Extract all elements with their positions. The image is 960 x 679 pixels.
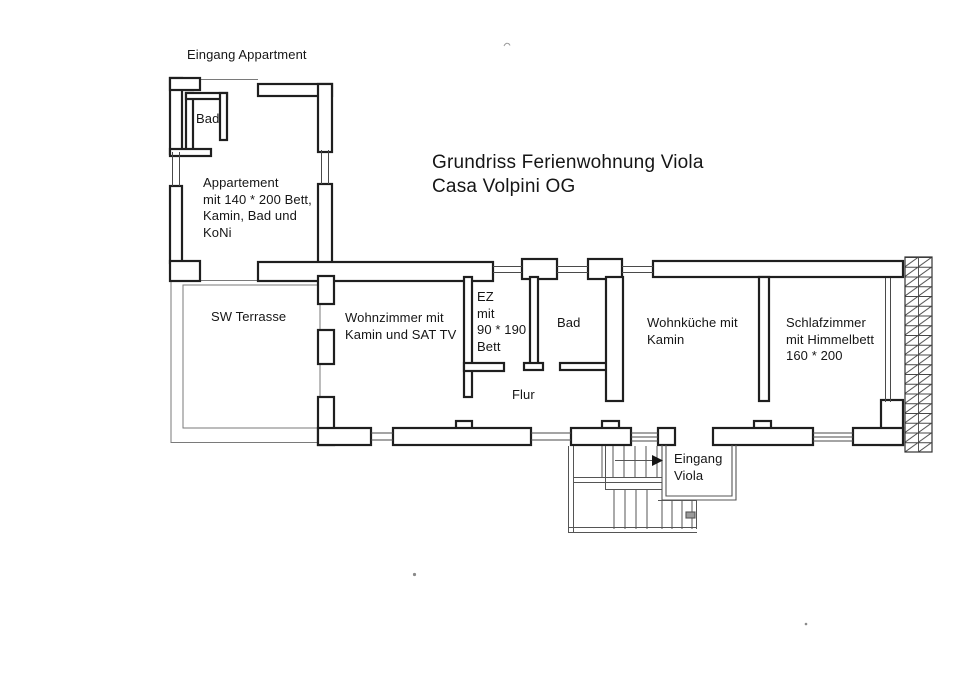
room-label-wohnzimmer: Wohnzimmer mit Kamin und SAT TV [345, 310, 457, 342]
room-label-appartement: Appartement mit 140 * 200 Bett, Kamin, B… [203, 175, 312, 240]
drawing-title-line-2: Casa Volpini OG [432, 175, 576, 197]
room-label-ez: EZ mit 90 * 190 Bett [477, 289, 527, 354]
scan-specks [412, 42, 808, 626]
terrace-outline [170, 79, 321, 443]
room-label-bad-upper: Bad [196, 111, 220, 126]
room-label-eingang-viola: Eingang Viola [674, 451, 723, 483]
balcony-hatch-strip [904, 256, 933, 453]
windows-group [172, 150, 891, 442]
room-label-eingang-appartment: Eingang Appartment [187, 47, 307, 62]
room-label-bad: Bad [557, 315, 581, 330]
room-label-flur: Flur [512, 387, 535, 402]
drawing-title-line-1: Grundriss Ferienwohnung Viola [432, 152, 704, 173]
walls-group [168, 76, 905, 447]
stair-direction-arrow-icon [652, 455, 663, 466]
room-label-sw-terrasse: SW Terrasse [211, 309, 287, 324]
room-label-schlafzimmer: Schlafzimmer mit Himmelbett 160 * 200 [786, 315, 875, 363]
room-label-wohnkueche: Wohnküche mit Kamin [647, 315, 738, 347]
vestibule-outline [661, 445, 737, 519]
